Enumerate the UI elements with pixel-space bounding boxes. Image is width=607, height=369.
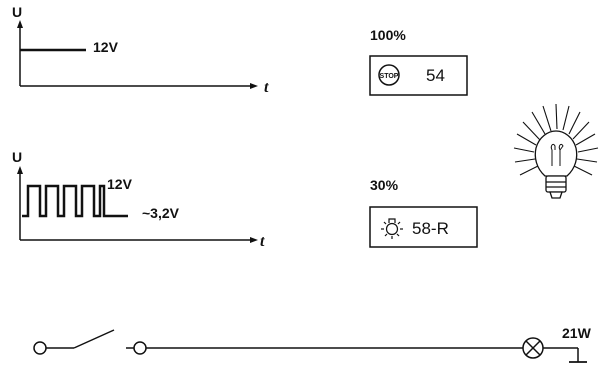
light-bulb-icon bbox=[513, 103, 599, 199]
graph-constant-voltage: U t 12V bbox=[12, 4, 269, 96]
lamp-symbol-icon bbox=[381, 218, 403, 239]
indicator2-box bbox=[369, 206, 478, 248]
indicator-lamp: 30% 58-R bbox=[369, 177, 478, 248]
graph2-x-arrow bbox=[250, 237, 258, 243]
graph2-signal-label: 12V bbox=[107, 176, 133, 192]
indicator-stop: 100% STOP 54 bbox=[369, 27, 468, 96]
graph1-x-axis-label: t bbox=[264, 79, 269, 96]
graph2-x-axis-label: t bbox=[260, 233, 265, 250]
graph-pwm-voltage: U t 12V ~3,2V bbox=[12, 149, 265, 250]
stop-icon: STOP bbox=[378, 64, 400, 86]
indicator2-code: 58-R bbox=[412, 219, 449, 238]
graph1-y-axis-label: U bbox=[12, 4, 22, 20]
graph2-signal-pulses bbox=[22, 184, 128, 218]
lamp-rating-label: 21W bbox=[562, 325, 592, 341]
graph1-y-arrow bbox=[17, 20, 23, 28]
graph2-low-label: ~3,2V bbox=[142, 205, 180, 221]
lamp-circuit-icon bbox=[522, 337, 544, 359]
graph1-x-arrow bbox=[250, 83, 258, 89]
indicator1-code: 54 bbox=[426, 66, 445, 85]
stop-icon-text: STOP bbox=[380, 73, 399, 80]
circuit bbox=[33, 329, 587, 363]
graph2-y-arrow bbox=[17, 166, 23, 174]
terminal-left bbox=[33, 341, 47, 355]
graph1-signal-label: 12V bbox=[93, 39, 119, 55]
graph2-y-axis-label: U bbox=[12, 149, 22, 165]
indicator2-percent: 30% bbox=[370, 177, 399, 193]
switch-blade bbox=[73, 329, 115, 349]
indicator1-percent: 100% bbox=[370, 27, 406, 43]
terminal-right bbox=[133, 341, 147, 355]
